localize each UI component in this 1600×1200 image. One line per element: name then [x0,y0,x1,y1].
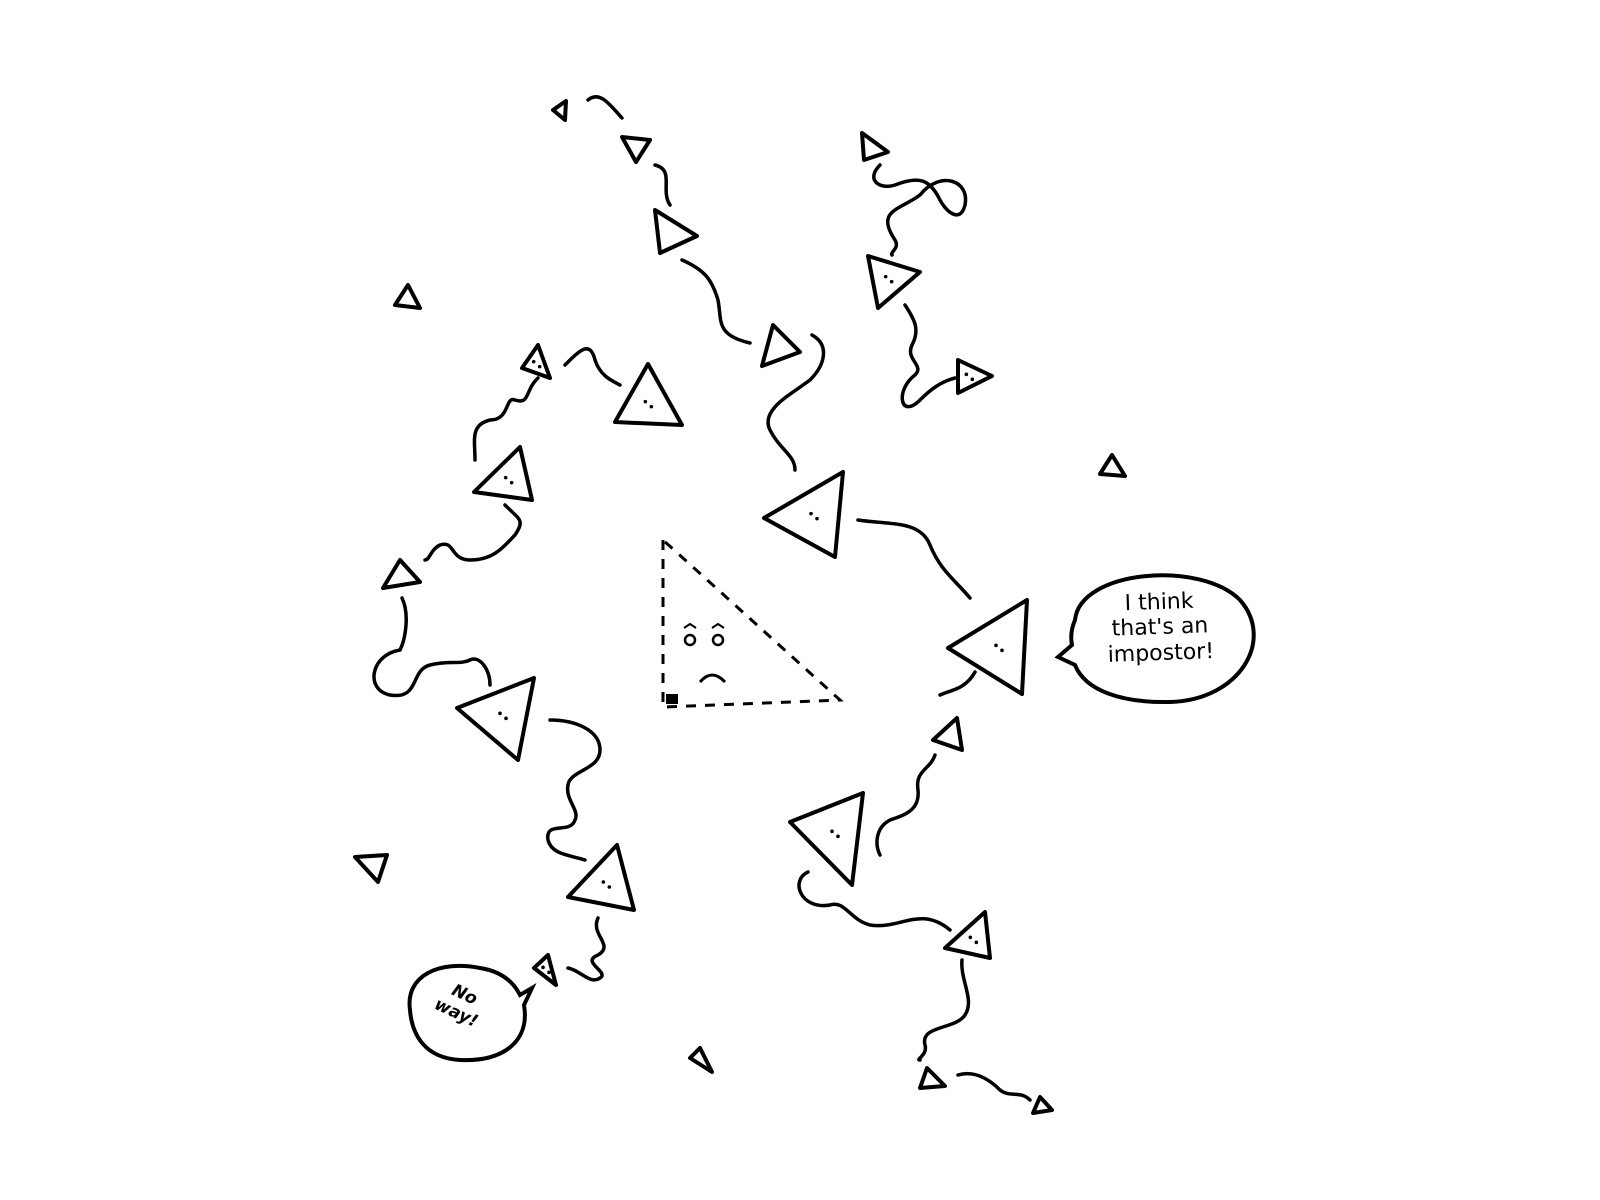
squiggle-trail [546,718,602,862]
impostor-right-triangle [661,536,844,709]
squiggle-trail [917,958,971,1062]
triangle-character [918,1066,947,1090]
squiggle-trail [900,303,957,409]
triangle-character [613,362,684,427]
squiggle-trail [566,916,606,982]
triangle-character [520,343,552,380]
triangle-character [393,283,422,310]
triangle-character [760,323,802,368]
triangle-character [688,1046,714,1074]
triangle-character [931,716,964,752]
triangle-character [532,953,558,987]
squiggle-trail [653,163,672,207]
triangle-character [620,135,652,164]
triangle-character [956,358,994,395]
squiggle-trail [938,670,977,697]
squiggle-trail [586,95,624,120]
triangle-character [946,598,1029,696]
squiggle-trail [856,518,972,600]
squiggle-trail [797,870,952,932]
triangle-character [353,853,389,884]
triangle-character [566,843,636,912]
triangle-character [653,208,699,255]
squiggle-trail [680,258,752,345]
triangle-character [866,254,922,310]
triangle-character [472,445,534,502]
speech-bubble-no-way [407,963,537,1063]
triangle-character [551,99,568,122]
squiggle-trail [875,753,937,857]
triangle-character [943,910,992,960]
squiggle-trail [872,163,968,257]
squiggle-trail [766,333,826,472]
triangle-character [860,131,890,162]
squiggle-trail [563,347,622,387]
squiggle-trail [372,596,492,698]
squiggle-trail [956,1072,1032,1102]
speech-text-impostor: I think that's an impostor! [1074,587,1247,669]
triangle-character [788,791,865,887]
right-angle-marker [666,694,678,704]
triangle-character [1031,1095,1054,1115]
speech-bubble-impostor [1054,573,1256,705]
squiggle-trail [472,376,540,462]
triangle-character [455,676,536,762]
triangle-character [1098,453,1127,478]
worried-face [683,622,727,684]
triangle-character [381,558,422,590]
triangle-character [762,470,845,559]
squiggle-trail [423,503,522,562]
